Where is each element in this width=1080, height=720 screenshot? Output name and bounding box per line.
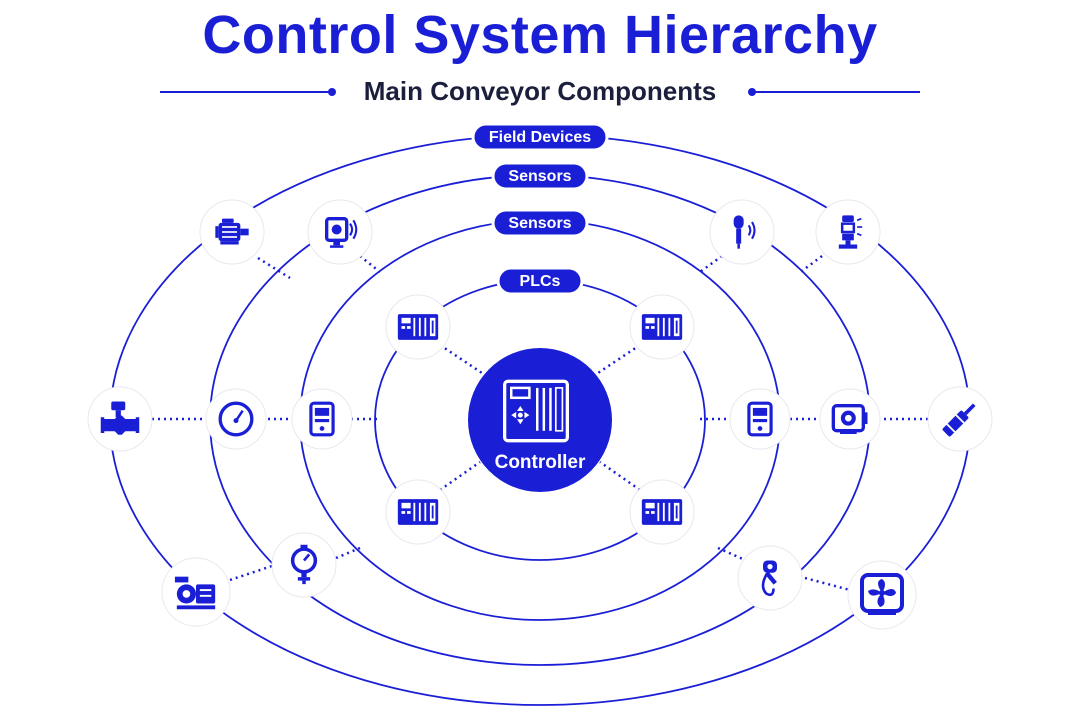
gauge-node[interactable] <box>205 388 267 450</box>
ring-label-text: Sensors <box>508 215 571 232</box>
connector <box>699 254 723 274</box>
plc-rack-icon <box>641 499 683 525</box>
handheld-meter-node-right[interactable] <box>729 388 791 450</box>
page-title: Control System Hierarchy <box>202 5 878 65</box>
plc-node-bottom-right[interactable] <box>629 479 695 545</box>
connector <box>359 255 381 273</box>
subtitle-rule-right <box>752 91 920 93</box>
pneumatic-cylinder-node[interactable] <box>927 386 993 452</box>
motor-node[interactable] <box>199 199 265 265</box>
pump-motor-node[interactable] <box>161 557 231 627</box>
ring-label-text: Sensors <box>508 168 571 185</box>
ring-label-plcs: PLCs <box>496 266 584 296</box>
handheld-meter-node-left[interactable] <box>291 388 353 450</box>
ring-label-sensors-inner: Sensors <box>491 208 589 238</box>
connector <box>335 546 361 560</box>
connector <box>717 546 746 562</box>
ring-labels: Field Devices Sensors Sensors PLCs <box>471 122 609 296</box>
connector <box>804 576 851 592</box>
proximity-sensor-node[interactable] <box>307 199 373 265</box>
subtitle-dot-left <box>328 88 336 96</box>
connector <box>229 563 276 582</box>
controller-label: Controller <box>495 452 586 473</box>
connector <box>797 255 823 275</box>
fan-node[interactable] <box>847 560 917 630</box>
plc-node-top-left[interactable] <box>385 294 451 360</box>
ring-label-text: PLCs <box>520 273 561 290</box>
ring-label-sensors-outer: Sensors <box>491 161 589 191</box>
plc-rack-icon <box>641 314 683 340</box>
temperature-probe-node[interactable] <box>737 545 803 611</box>
connector <box>599 460 641 492</box>
controller-node[interactable]: Controller <box>468 348 612 492</box>
plc-node-bottom-left[interactable] <box>385 479 451 545</box>
pressure-gauge-node[interactable] <box>271 532 337 598</box>
subtitle-row: Main Conveyor Components <box>160 74 920 110</box>
connector <box>257 256 291 280</box>
device-nodes <box>87 199 993 630</box>
page-subtitle: Main Conveyor Components <box>363 76 717 106</box>
subtitle-rule-left <box>160 91 332 93</box>
microphone-sensor-node[interactable] <box>709 199 775 265</box>
ring-label-text: Field Devices <box>489 129 591 146</box>
ring-label-field-devices: Field Devices <box>471 122 609 152</box>
connector <box>591 343 641 379</box>
camera-sensor-node[interactable] <box>819 388 881 450</box>
plc-rack-icon <box>397 499 439 525</box>
solenoid-valve-node[interactable] <box>87 386 153 452</box>
connector <box>439 460 481 492</box>
plc-rack-icon <box>397 314 439 340</box>
stack-light-node[interactable] <box>815 199 881 265</box>
plc-node-top-right[interactable] <box>629 294 695 360</box>
connector <box>439 343 489 379</box>
